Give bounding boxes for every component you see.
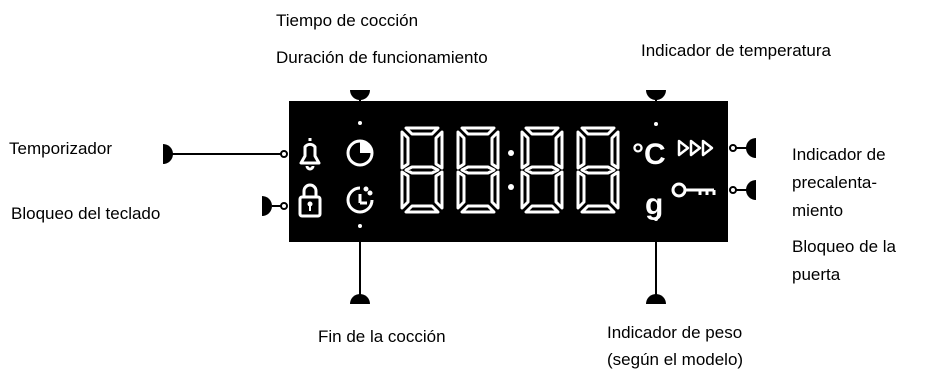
segment-digit-2 [456, 126, 500, 214]
label-preheat-line2: precalenta- [792, 173, 878, 192]
seven-segment-digits [400, 126, 620, 214]
label-weight-line2: (según el modelo) [607, 350, 744, 369]
colon-dots [508, 150, 514, 190]
bell-icon [299, 138, 321, 171]
label-door-lock-line1: Bloqueo de la [792, 237, 896, 256]
key-icon [671, 182, 716, 198]
segment-digit-4 [576, 126, 620, 214]
leader-lines [172, 98, 747, 296]
label-preheat-line1: Indicador de [792, 145, 886, 164]
label-weight-line1: Indicador de peso [607, 323, 743, 342]
label-operating-duration: Duración de funcionamiento [276, 48, 488, 67]
label-door-lock-line2: puerta [792, 265, 841, 284]
label-preheat-line3: miento [792, 201, 844, 220]
gram-unit: g [645, 188, 663, 221]
segment-digit-3 [520, 126, 564, 214]
clock-end-icon [346, 186, 374, 214]
clock-quarter-icon [346, 139, 374, 167]
segment-digit-1 [400, 126, 444, 214]
label-cooking-time: Tiempo de cocción [276, 11, 419, 30]
padlock-icon [298, 183, 322, 218]
label-temperature-indicator: Indicador de temperatura [641, 41, 831, 60]
leader-markers [163, 90, 756, 304]
label-timer: Temporizador [9, 139, 112, 158]
celsius-unit: °C [632, 138, 666, 171]
label-keypad-lock: Bloqueo del teclado [11, 204, 161, 223]
preheat-arrows-icon [677, 139, 714, 157]
label-end-of-cooking: Fin de la cocción [318, 327, 446, 346]
